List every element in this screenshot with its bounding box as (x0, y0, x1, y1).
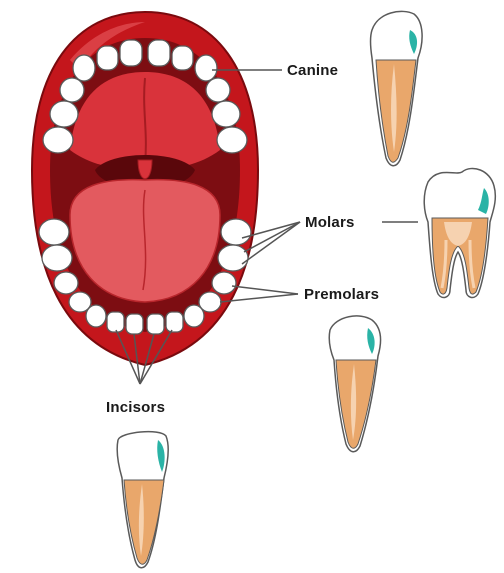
upper-molar (217, 127, 247, 153)
lower-incisor (126, 314, 143, 334)
lower-premolar (212, 272, 236, 294)
lower-canine (184, 305, 204, 327)
premolars-leader-1 (232, 286, 298, 294)
lower-incisor (166, 312, 183, 332)
upper-molar (212, 101, 240, 127)
lower-molar (42, 245, 72, 271)
lower-incisor (107, 312, 124, 332)
canine-tooth-illustration (371, 11, 423, 165)
upper-canine (195, 55, 217, 81)
upper-canine (73, 55, 95, 81)
molars-label: Molars (305, 214, 355, 231)
canine-label: Canine (287, 62, 338, 79)
lower-premolar (54, 272, 78, 294)
lower-molar (218, 245, 248, 271)
lower-incisor (147, 314, 164, 334)
upper-molar (43, 127, 73, 153)
molar-tooth-illustration (424, 168, 495, 297)
premolars-label: Premolars (304, 286, 379, 303)
open-mouth-illustration (32, 12, 258, 365)
lower-molar (39, 219, 69, 245)
upper-premolar (60, 78, 84, 102)
lower-canine (86, 305, 106, 327)
lower-molar (221, 219, 251, 245)
premolar-tooth-illustration (329, 316, 380, 452)
upper-incisor (97, 46, 118, 70)
upper-molar (50, 101, 78, 127)
upper-incisor (172, 46, 193, 70)
incisors-label: Incisors (106, 399, 165, 416)
upper-incisor (120, 40, 142, 66)
upper-incisor (148, 40, 170, 66)
upper-premolar (206, 78, 230, 102)
incisor-tooth-illustration (117, 432, 168, 568)
